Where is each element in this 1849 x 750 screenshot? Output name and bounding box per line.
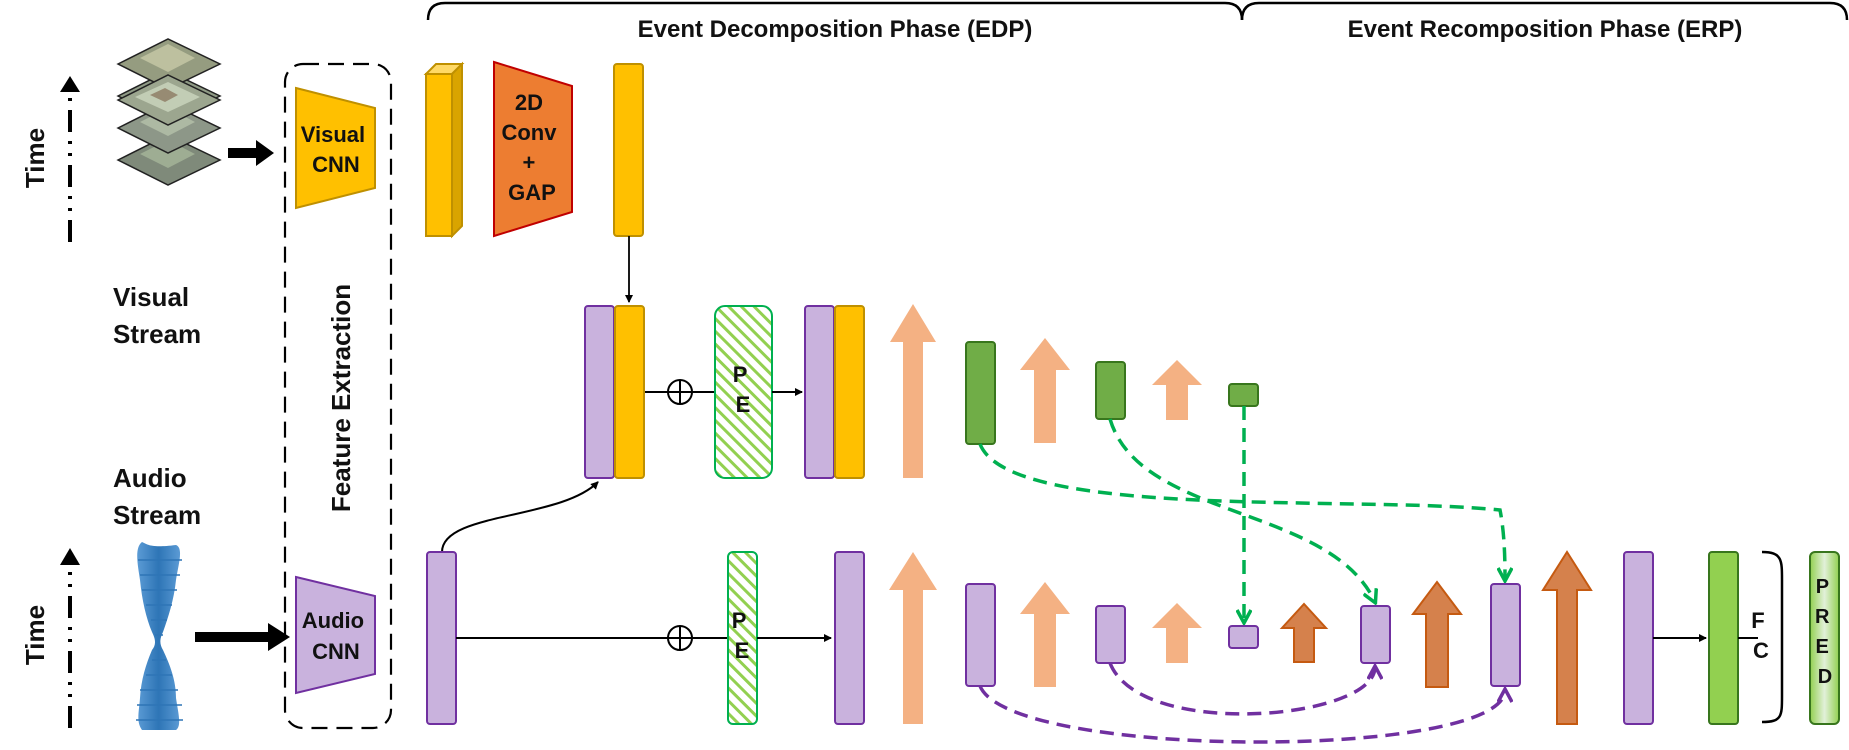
erp-dark-arrow-2 [1411, 580, 1463, 688]
visual-cnn-label: Visual CNN [301, 122, 372, 177]
prediction-block [1809, 551, 1840, 725]
fc-label: F C [1751, 608, 1771, 663]
audio-cnn-label: Audio CNN [302, 608, 370, 664]
recomposed-feature-3 [1623, 551, 1654, 725]
feature-extraction-box [283, 62, 393, 730]
circled-plus-icon [667, 625, 693, 651]
erp-dark-arrow-1 [1279, 602, 1329, 663]
frames-to-visual-cnn-arrow [228, 140, 274, 166]
purple-skip-1 [978, 685, 1505, 744]
audio-time-label: Time [20, 605, 50, 665]
fused-audio-part [804, 305, 835, 479]
green-feature-3 [1228, 383, 1259, 407]
audio-feature-bottom [426, 551, 457, 725]
bottom-light-arrow-3 [1152, 603, 1202, 663]
erp-brace [1240, 1, 1849, 21]
bottom-light-arrow-1 [889, 552, 937, 724]
audio-stream-label: Audio Stream [113, 463, 201, 530]
conv-gap-block [493, 60, 573, 238]
fc-feature [1708, 551, 1739, 725]
concat-audio-part [584, 305, 615, 479]
pe-label-bottom: P E [732, 608, 752, 663]
purple-feature-1 [965, 583, 996, 687]
recomposed-feature-1 [1360, 605, 1391, 664]
green-feature-1 [965, 341, 996, 445]
green-feature-2 [1095, 361, 1126, 420]
visual-pooled-feature [613, 63, 644, 237]
fused-visual-part [834, 305, 865, 479]
purple-feature-2 [1095, 605, 1126, 664]
purple-skip-2 [1108, 662, 1375, 716]
circled-plus-icon [667, 379, 693, 405]
video-frames-stack-icon [116, 38, 222, 186]
pred-label: P R E D [1815, 576, 1835, 688]
erp-label: Event Recomposition Phase (ERP) [1348, 16, 1743, 43]
pe-label-middle: P E [733, 362, 753, 417]
edp-label: Event Decomposition Phase (EDP) [638, 16, 1033, 43]
waveform-to-audio-cnn-arrow [195, 623, 290, 651]
audio-encoded-bottom [834, 551, 865, 725]
feature-extraction-label: Feature Extraction [326, 284, 356, 512]
recomposed-feature-2 [1490, 583, 1521, 687]
visual-time-label: Time [20, 128, 50, 188]
green-skip-1 [978, 443, 1505, 580]
bottom-light-arrow-2 [1020, 582, 1070, 687]
audio-to-concat-curve [441, 481, 599, 553]
middle-light-arrow-3 [1152, 360, 1202, 420]
conv-gap-label: 2D Conv + GAP [501, 90, 562, 205]
visual-feature-cube [423, 61, 465, 239]
erp-dark-arrow-3 [1541, 550, 1593, 725]
green-skip-2 [1108, 418, 1375, 602]
middle-light-arrow-2 [1020, 338, 1070, 443]
concat-visual-part [614, 305, 645, 479]
edp-brace [426, 1, 1244, 21]
fc-bracket [1761, 550, 1784, 724]
visual-time-axis [60, 76, 80, 242]
visual-stream-label: Visual Stream [113, 282, 201, 349]
audio-waveform-icon [136, 542, 183, 730]
middle-light-arrow-1 [890, 304, 936, 478]
visual-cnn-block [295, 86, 376, 210]
audio-time-axis [60, 548, 80, 728]
audio-cnn-block [295, 575, 376, 695]
purple-feature-3 [1228, 625, 1259, 649]
